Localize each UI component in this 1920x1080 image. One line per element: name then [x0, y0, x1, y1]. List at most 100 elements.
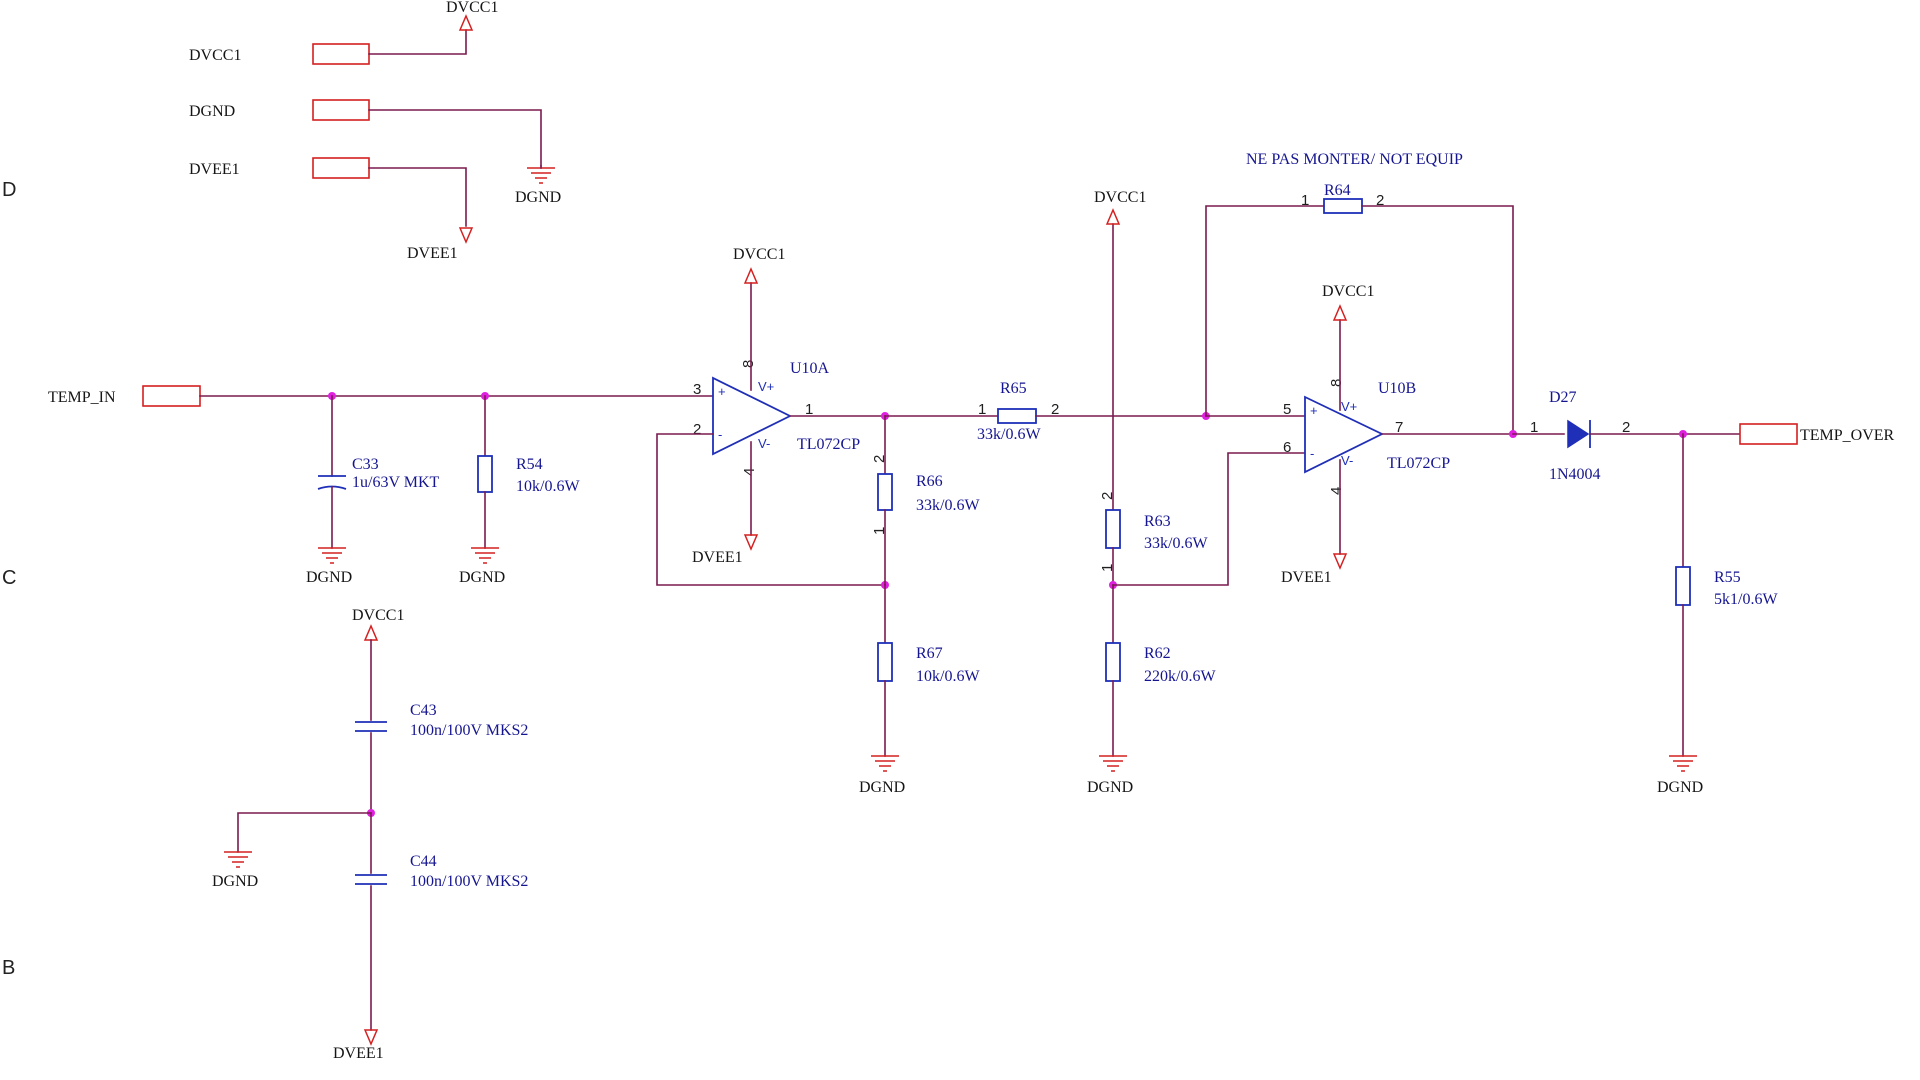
port-dvee1[interactable]: [312, 157, 370, 179]
port-temp-over-label: TEMP_OVER: [1800, 427, 1895, 444]
resistor-r63[interactable]: 2 1 R63 33k/0.6W: [1099, 492, 1208, 586]
ground-r62-label: DGND: [1087, 779, 1133, 796]
svg-text:2: 2: [1622, 419, 1630, 436]
r64-ref: R64: [1324, 182, 1351, 199]
power-dvee1-u10a: DVEE1: [692, 534, 759, 566]
power-dvcc1-u10b-label: DVCC1: [1322, 283, 1374, 300]
ground-r67-label: DGND: [859, 779, 905, 796]
ground-decoupling-label: DGND: [212, 873, 258, 890]
svg-text:1: 1: [1301, 192, 1309, 209]
svg-text:+: +: [1310, 403, 1318, 418]
port-dgnd[interactable]: [312, 99, 370, 121]
wire-u10a-feedback: [656, 433, 886, 586]
ground-r62: DGND: [1087, 755, 1133, 796]
power-dvcc1-u10a: DVCC1: [733, 246, 785, 284]
r66-value: 33k/0.6W: [916, 497, 980, 514]
svg-text:2: 2: [693, 421, 701, 438]
svg-text:8: 8: [1328, 379, 1345, 387]
power-dvcc1-mid-label: DVCC1: [1094, 189, 1146, 206]
c44-value: 100n/100V MKS2: [410, 873, 528, 890]
svg-text:1: 1: [978, 401, 986, 418]
opamp-u10a[interactable]: + - V+ V- 3 2 1 8 4 U10A TL072CP: [693, 360, 886, 476]
ground-dgnd-top: DGND: [515, 165, 561, 206]
capacitor-c44[interactable]: C44 100n/100V MKS2: [355, 812, 528, 1031]
diode-d27[interactable]: 1 2 D27 1N4004: [1512, 389, 1741, 483]
r66-ref: R66: [916, 473, 943, 490]
svg-text:2: 2: [1051, 401, 1059, 418]
power-dvee1-u10a-label: DVEE1: [692, 549, 743, 566]
svg-text:-: -: [1310, 446, 1314, 461]
svg-text:V-: V-: [1341, 453, 1353, 468]
svg-text:+: +: [718, 384, 726, 399]
u10a-ref: U10A: [790, 360, 830, 377]
ground-c33-label: DGND: [306, 569, 352, 586]
resistor-r65[interactable]: 1 2 R65 33k/0.6W: [884, 380, 1207, 443]
svg-text:5: 5: [1283, 401, 1291, 418]
ground-c33: DGND: [306, 547, 352, 586]
power-dvcc1-u10b: DVCC1: [1322, 283, 1374, 321]
r65-value: 33k/0.6W: [977, 426, 1041, 443]
resistor-r55[interactable]: R55 5k1/0.6W: [1675, 433, 1778, 757]
resistor-r62[interactable]: R62 220k/0.6W: [1105, 584, 1216, 757]
port-temp-over[interactable]: [1739, 423, 1798, 445]
wire-u10b-minus: [1112, 452, 1306, 586]
port-dvcc1-label: DVCC1: [189, 47, 241, 64]
c44-ref: C44: [410, 853, 437, 870]
port-dgnd-label: DGND: [189, 103, 235, 120]
svg-text:4: 4: [741, 468, 758, 476]
capacitor-c33[interactable]: C33 1u/63V MKT: [317, 395, 439, 549]
power-dvee1-u10b: DVEE1: [1281, 553, 1348, 586]
wire-decoupling-gnd: [237, 812, 372, 853]
resistor-r64[interactable]: 1 2 R64: [1205, 182, 1514, 435]
power-dvcc1-top-label: DVCC1: [446, 0, 498, 16]
svg-text:6: 6: [1283, 439, 1291, 456]
r62-value: 220k/0.6W: [1144, 668, 1216, 685]
power-dvcc1-mid: DVCC1: [1094, 189, 1146, 225]
port-temp-in[interactable]: [142, 385, 201, 407]
port-dvee1-label: DVEE1: [189, 161, 240, 178]
resistor-r66[interactable]: 2 1 R66 33k/0.6W: [871, 415, 980, 586]
svg-text:4: 4: [1328, 487, 1345, 495]
power-dvee1-decoupling-label: DVEE1: [333, 1045, 384, 1062]
u10a-value: TL072CP: [797, 436, 860, 453]
port-dvcc1[interactable]: [312, 43, 370, 65]
ground-r54-label: DGND: [459, 569, 505, 586]
resistor-r67[interactable]: R67 10k/0.6W: [877, 584, 980, 757]
ground-r55-label: DGND: [1657, 779, 1703, 796]
r62-ref: R62: [1144, 645, 1171, 662]
ground-r67: DGND: [859, 755, 905, 796]
r67-value: 10k/0.6W: [916, 668, 980, 685]
svg-text:V-: V-: [758, 436, 770, 451]
r55-value: 5k1/0.6W: [1714, 591, 1778, 608]
c33-ref: C33: [352, 456, 379, 473]
r67-ref: R67: [916, 645, 943, 662]
ground-r54: DGND: [459, 547, 505, 586]
svg-text:8: 8: [740, 360, 757, 368]
svg-text:1: 1: [1099, 564, 1116, 572]
svg-text:7: 7: [1395, 419, 1403, 436]
svg-text:V+: V+: [1341, 399, 1357, 414]
d27-value: 1N4004: [1549, 466, 1601, 483]
r65-ref: R65: [1000, 380, 1027, 397]
svg-text:3: 3: [693, 381, 701, 398]
power-dvee1-u10b-label: DVEE1: [1281, 569, 1332, 586]
svg-text:V+: V+: [758, 379, 774, 394]
opamp-u10b[interactable]: + - V+ V- 5 6 7 8 4 U10B TL072CP: [1283, 379, 1514, 495]
power-dvee1-top-label: DVEE1: [407, 245, 458, 262]
border-letter-d: D: [2, 179, 16, 201]
wire-dvcc1-port: [368, 29, 467, 55]
port-temp-in-label: TEMP_IN: [48, 389, 116, 406]
resistor-r54[interactable]: R54 10k/0.6W: [477, 395, 580, 549]
border-letter-b: B: [2, 957, 15, 979]
c43-value: 100n/100V MKS2: [410, 722, 528, 739]
wire-dgnd-port: [368, 109, 542, 167]
ground-r55: DGND: [1657, 755, 1703, 796]
svg-text:1: 1: [805, 401, 813, 418]
ground-decoupling: DGND: [212, 851, 258, 890]
u10b-ref: U10B: [1378, 380, 1416, 397]
power-dvcc1-decoupling-label: DVCC1: [352, 607, 404, 624]
r54-value: 10k/0.6W: [516, 478, 580, 495]
svg-text:2: 2: [871, 455, 888, 463]
capacitor-c43[interactable]: C43 100n/100V MKS2: [355, 702, 528, 814]
